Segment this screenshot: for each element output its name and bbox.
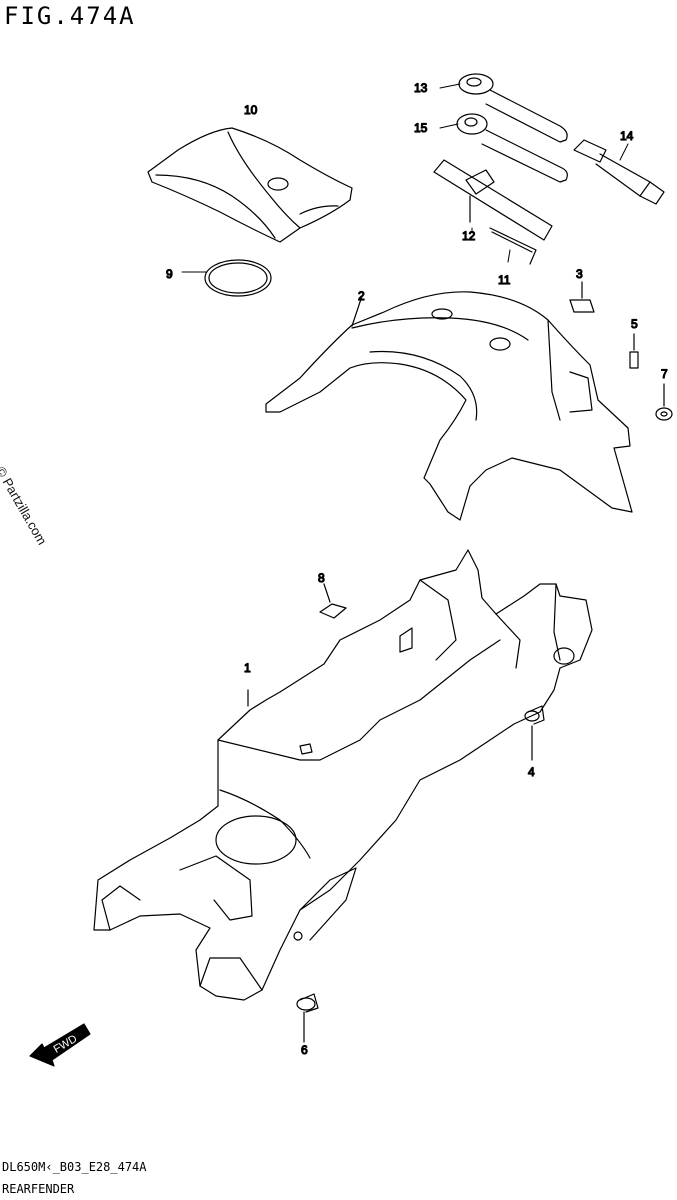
callout-3: 3	[576, 267, 583, 281]
callout-2: 2	[358, 289, 365, 303]
figure-title: FIG.474A	[4, 2, 136, 30]
callout-12: 12	[462, 229, 476, 243]
part-2-fender-cover	[266, 292, 632, 520]
callout-13: 13	[414, 81, 428, 95]
part-1-rear-fender	[94, 550, 592, 1000]
part-4-bolt	[525, 706, 544, 760]
callout-5: 5	[631, 317, 638, 331]
section-title: REARFENDER	[2, 1182, 75, 1196]
leader-lines	[182, 84, 628, 272]
callout-10: 10	[244, 103, 258, 117]
callout-15: 15	[414, 121, 428, 135]
callout-4: 4	[528, 765, 535, 779]
callout-7: 7	[661, 367, 668, 381]
part-15-wrench	[457, 114, 567, 182]
callout-6: 6	[301, 1043, 308, 1057]
callout-14: 14	[620, 129, 634, 143]
part-8-pad	[320, 584, 346, 618]
part-3-pad	[570, 282, 594, 312]
model-code: DL650M‹_B03_E28_474A	[2, 1160, 147, 1174]
fwd-label: FWD	[52, 1033, 80, 1056]
callout-8: 8	[318, 571, 325, 585]
fwd-arrow-icon: FWD	[30, 1024, 90, 1066]
callout-9: 9	[166, 267, 173, 281]
part-14-screwdriver	[574, 140, 664, 204]
part-12-handle	[434, 160, 552, 240]
part-6-bolt	[297, 994, 318, 1042]
part-10-tool-bag	[148, 128, 352, 242]
part-7-washer	[656, 384, 672, 420]
callout-1: 1	[244, 661, 251, 675]
part-5-spacer	[630, 334, 638, 368]
part-11-hex-key	[490, 228, 536, 264]
part-9-ring	[205, 260, 271, 296]
callout-11: 11	[498, 273, 511, 287]
part-13-wrench	[459, 74, 567, 142]
